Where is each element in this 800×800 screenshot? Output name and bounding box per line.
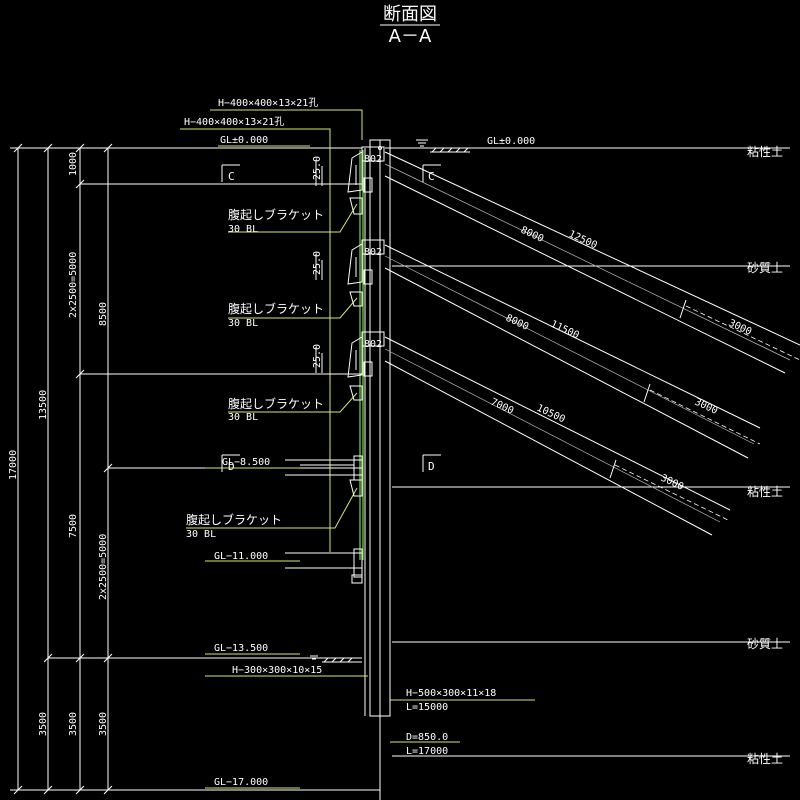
angle-mark [315, 160, 323, 186]
section-marker-d-left [221, 454, 240, 472]
anchor-1-fixed: 3000 [727, 318, 753, 338]
bracket-3-label: 腹起しブラケット [228, 396, 324, 411]
anchor-2-free: 8000 [504, 313, 530, 333]
angle-mark [315, 254, 323, 280]
gl-17000-label: GL−17.000 [214, 777, 268, 788]
dim-3500-b: 3500 [68, 712, 79, 736]
bracket-2-bolts: 30 BL [228, 318, 258, 329]
section-label: C [428, 170, 435, 183]
anchor-head-mark: 802 [364, 339, 382, 350]
anchor-3 [384, 336, 731, 536]
bracket-3-bolts: 30 BL [228, 412, 258, 423]
dim-upper: 13500 [38, 390, 49, 420]
strut-gl-8500 [285, 455, 363, 481]
section-label: D [228, 460, 235, 473]
anchor-head-2 [347, 239, 385, 285]
anchor-2-fixed: 3000 [693, 397, 719, 417]
section-marker-d-right [422, 454, 441, 472]
anchor-1-free: 8000 [519, 225, 545, 245]
leader-waler-1 [210, 109, 363, 140]
bracket-1-bolts: 30 BL [228, 224, 258, 235]
anchor-2 [384, 244, 761, 459]
anchor-head-mark: 802 [364, 154, 382, 165]
anchor-head-1 [347, 146, 385, 193]
bracket-4-label: 腹起しブラケット [186, 512, 282, 527]
dim-2x2500-b: 2x2500=5000 [98, 534, 109, 600]
bracket-1-label: 腹起しブラケット [228, 207, 324, 222]
pile-length-label: L=15000 [406, 702, 448, 713]
dim-8500: 8500 [98, 302, 109, 326]
bracket-leader-2 [228, 297, 358, 319]
soil-label: 粘性土 [747, 751, 783, 766]
sheet-length-label: L=17000 [406, 746, 448, 757]
bracket-leader-3 [228, 392, 358, 413]
section-label: C [228, 170, 235, 183]
bracket-4-bolts: 30 BL [186, 529, 216, 540]
dim-1000: 1000 [68, 152, 79, 176]
anchor-1 [384, 151, 800, 374]
sheet-d-label: D=850.0 [406, 732, 448, 743]
strut-member-label: H−300×300×10×15 [232, 665, 322, 676]
anchor-2-angle: 25.0 [312, 251, 323, 275]
drawing-title: 断面図 [383, 4, 437, 25]
soil-label: 粘性土 [747, 484, 783, 499]
bracket [349, 197, 363, 215]
soil-label: 砂質土 [747, 636, 783, 651]
soil-label: 粘性土 [747, 144, 783, 159]
drawing-subtitle: A－A [389, 26, 432, 47]
gl-11000-label: GL−11.000 [214, 551, 268, 562]
dimension-lines [13, 143, 113, 795]
anchor-1-total: 12500 [567, 229, 599, 252]
bracket [349, 385, 363, 401]
bracket-2-label: 腹起しブラケット [228, 301, 324, 316]
dim-3500-a: 3500 [38, 712, 49, 736]
angle-mark [315, 347, 323, 373]
dim-2x2500-a: 2x2500=5000 [68, 252, 79, 318]
pile-member-label: H−500×300×11×18 [406, 688, 496, 699]
soil-label: 砂質土 [747, 260, 783, 275]
gl-13500-label: GL−13.500 [214, 643, 268, 654]
gl0-right-label: GL±0.000 [487, 136, 535, 147]
dim-3500-c: 3500 [98, 712, 109, 736]
anchor-3-angle: 25.0 [312, 344, 323, 368]
ground-hatch-icon [416, 139, 470, 153]
dim-total: 17000 [8, 450, 19, 480]
anchor-head-3 [347, 331, 385, 378]
ground-hatch-icon [310, 655, 362, 663]
waler-1-label: H−400×400×13×21孔 [218, 97, 318, 109]
gl0-left-label: GL±0.000 [220, 135, 268, 146]
anchor-head-mark: 802 [364, 247, 382, 258]
gl-8500-label: GL−8.500 [222, 457, 270, 468]
dim-7500: 7500 [68, 514, 79, 538]
section-label: D [428, 460, 435, 473]
leader-waler-2 [180, 128, 331, 552]
waler-2-label: H−400×400×13×21孔 [184, 116, 284, 128]
anchor-3-total: 10500 [535, 403, 567, 426]
section-marker-c-left [221, 164, 240, 182]
anchor-1-angle: 25.0 [312, 156, 323, 180]
bracket-leader-1 [228, 203, 358, 233]
strut-gl-11000 [285, 548, 363, 584]
anchor-2-total: 11500 [549, 319, 581, 342]
node [378, 146, 382, 150]
anchor-3-fixed: 3000 [659, 473, 685, 493]
section-marker-c-right [422, 164, 441, 182]
bracket [349, 291, 363, 307]
bracket-leader-4 [186, 487, 358, 529]
